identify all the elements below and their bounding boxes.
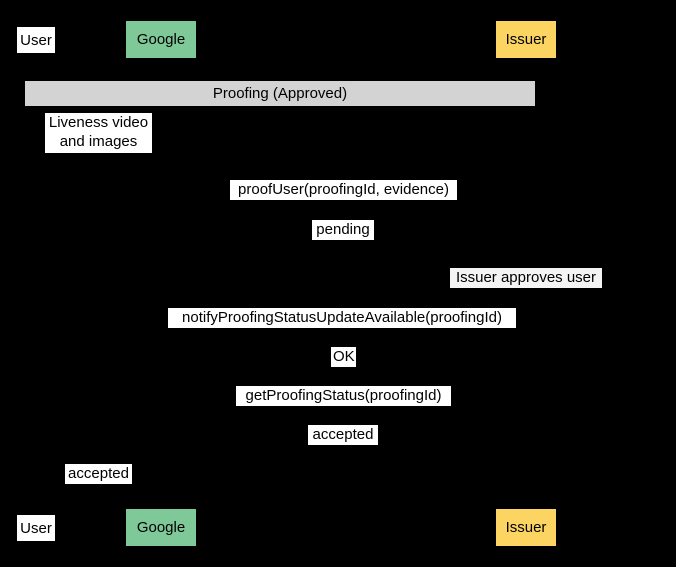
- fragment-bar-label: Proofing (Approved): [212, 85, 348, 102]
- message-label-pending: pending: [312, 220, 374, 240]
- participant-user-footer[interactable]: User: [17, 515, 55, 541]
- participant-label: Issuer: [505, 519, 547, 536]
- participant-issuer-footer[interactable]: Issuer: [496, 509, 556, 546]
- message-label-notify-status: notifyProofingStatusUpdateAvailable(proo…: [168, 308, 516, 328]
- message-line: and images: [59, 132, 138, 150]
- participant-google[interactable]: Google: [126, 21, 196, 58]
- message-label-issuer-approves: Issuer approves user: [450, 268, 602, 288]
- participant-label: User: [20, 519, 52, 537]
- participant-label: Google: [136, 31, 186, 48]
- message-label-proof-user: proofUser(proofingId, evidence): [230, 180, 457, 200]
- participant-google-footer[interactable]: Google: [126, 509, 196, 546]
- fragment-bar-proofing-approved: Proofing (Approved): [25, 81, 535, 106]
- participant-label: Issuer: [505, 31, 547, 48]
- message-label-accepted-user: accepted: [65, 464, 132, 484]
- message-line: Liveness video: [48, 114, 149, 131]
- participant-label: Google: [136, 519, 186, 536]
- participant-issuer[interactable]: Issuer: [496, 21, 556, 58]
- message-label-get-status: getProofingStatus(proofingId): [236, 386, 451, 406]
- participant-user[interactable]: User: [17, 27, 55, 53]
- participant-label: User: [20, 31, 52, 49]
- message-label-accepted-issuer: accepted: [308, 425, 378, 445]
- message-label-ok: OK: [331, 347, 356, 367]
